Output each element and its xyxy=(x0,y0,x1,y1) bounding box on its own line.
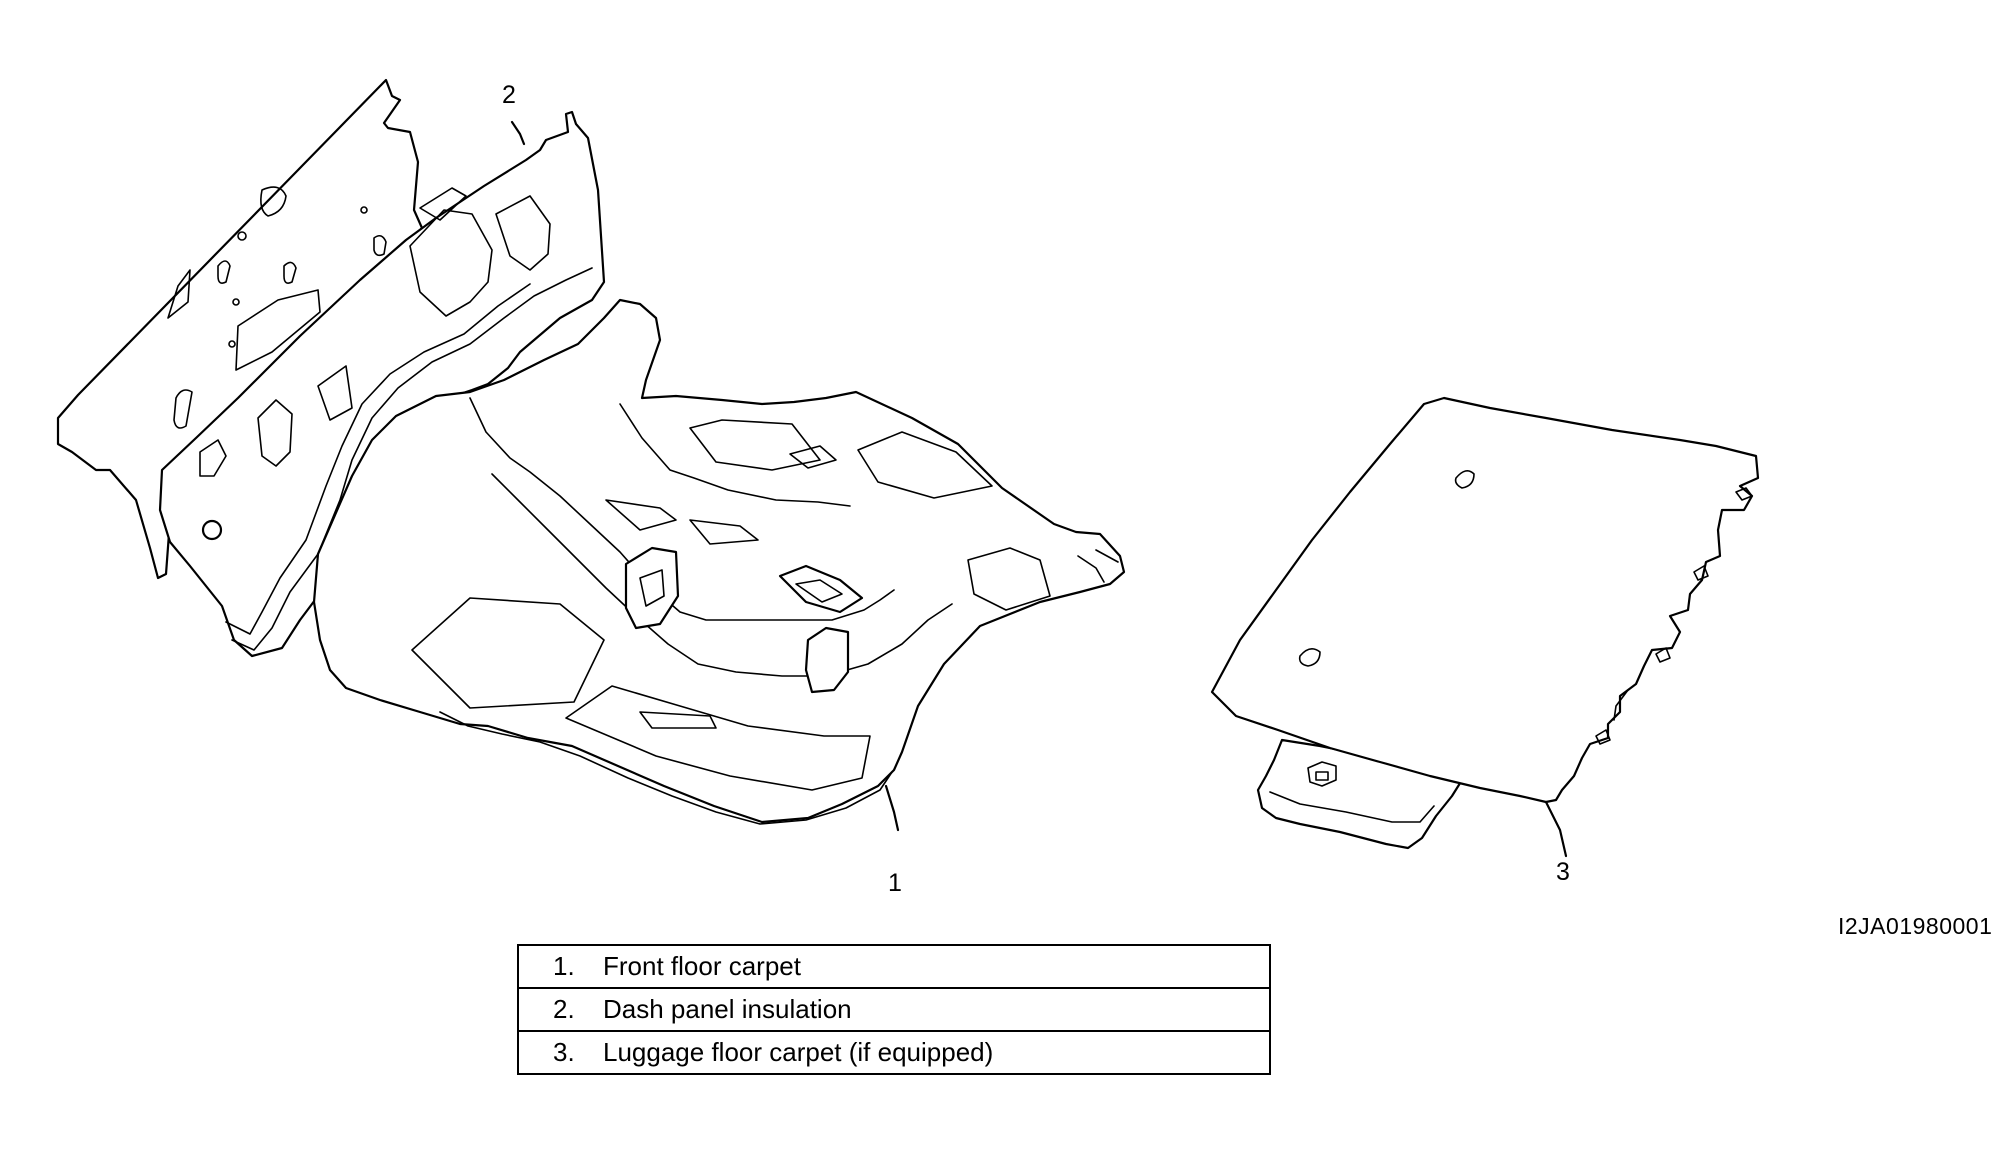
front-floor-carpet xyxy=(158,110,1126,825)
legend-cell: 1. Front floor carpet xyxy=(517,944,1271,989)
legend-number: 2. xyxy=(553,994,575,1024)
legend-label: Dash panel insulation xyxy=(603,994,852,1024)
legend-label: Luggage floor carpet (if equipped) xyxy=(603,1037,994,1067)
legend-cell: 2. Dash panel insulation xyxy=(517,987,1271,1032)
callout-number-1: 1 xyxy=(888,869,902,897)
callout-leaders xyxy=(510,120,1568,858)
legend-cell: 3. Luggage floor carpet (if equipped) xyxy=(517,1030,1271,1075)
legend-row: 2. Dash panel insulation xyxy=(517,987,1271,1032)
legend-row: 3. Luggage floor carpet (if equipped) xyxy=(517,1030,1271,1075)
figure-id: I2JA01980001 xyxy=(1838,913,1993,939)
luggage-floor-carpet xyxy=(1210,396,1760,850)
legend-label: Front floor carpet xyxy=(603,951,801,981)
callout-number-3: 3 xyxy=(1556,858,1570,886)
legend-number: 1. xyxy=(553,951,575,981)
legend-row: 1. Front floor carpet xyxy=(517,944,1271,989)
callout-number-2: 2 xyxy=(502,81,516,109)
legend-number: 3. xyxy=(553,1037,575,1067)
dash-panel-insulation xyxy=(56,78,424,580)
parts-legend-table: 1. Front floor carpet 2. Dash panel insula… xyxy=(517,944,1271,1075)
